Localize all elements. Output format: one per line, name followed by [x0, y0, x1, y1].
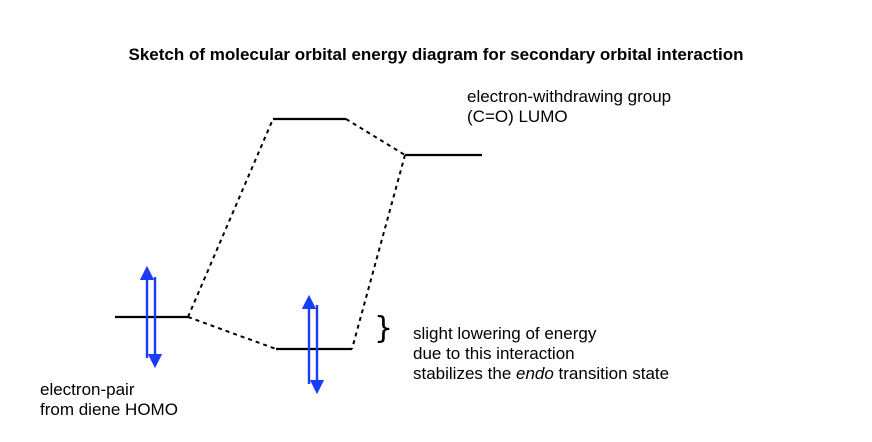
correlation-line-homo-to-lower	[187, 316, 277, 350]
curly-brace-icon: }	[374, 311, 394, 346]
lumo-label: electron-withdrawing group (C=O) LUMO	[467, 87, 671, 127]
lowering-label-line3-prefix: stabilizes the	[413, 364, 516, 383]
lowering-label-line1: slight lowering of energy	[413, 324, 597, 343]
lowering-label-line3-emph: endo	[516, 364, 554, 383]
lowering-label-line3: stabilizes the endo transition state	[413, 364, 669, 384]
correlation-line-upper-to-lumo	[345, 118, 406, 156]
homo-label-line2: from diene HOMO	[40, 400, 178, 419]
homo-label: electron-pair from diene HOMO	[40, 380, 178, 420]
diagram-title: Sketch of molecular orbital energy diagr…	[128, 45, 744, 64]
lumo-label-line1: electron-withdrawing group	[467, 87, 672, 106]
homo-label-line1: electron-pair	[40, 380, 135, 399]
lowering-label-line2: due to this interaction	[413, 344, 575, 363]
correlation-line-lumo-to-lower	[351, 154, 406, 350]
lowering-label-line3-suffix: transition state	[553, 364, 670, 383]
correlation-line-homo-to-upper	[187, 118, 274, 318]
lumo-label-line2: (C=O) LUMO	[467, 107, 568, 126]
lowering-label: slight lowering of energy due to this in…	[413, 324, 669, 384]
